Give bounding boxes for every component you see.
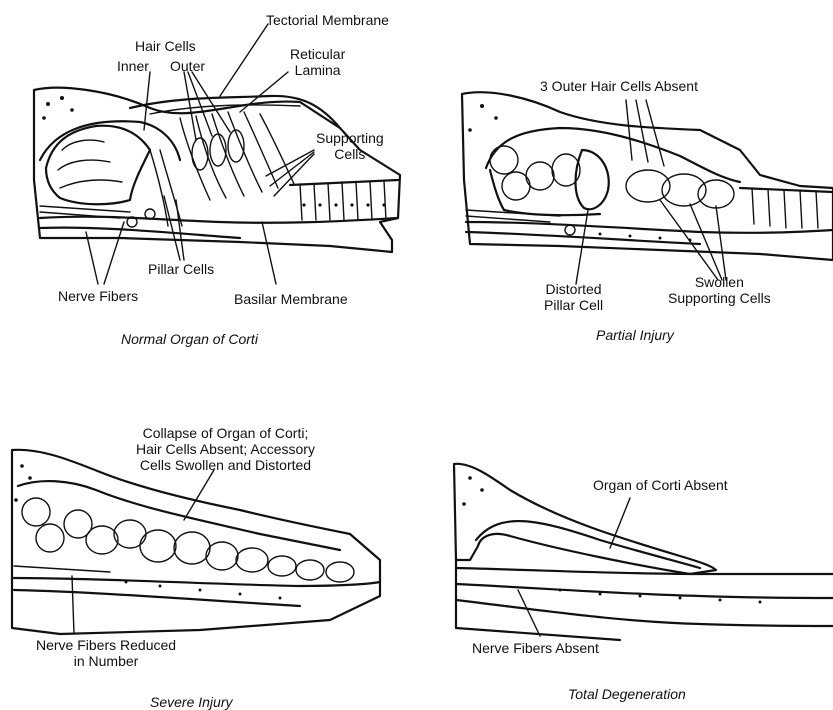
label-nerve-fibers-absent: Nerve Fibers Absent bbox=[472, 640, 599, 656]
label-nerve-fibers-reduced: Nerve Fibers Reduced in Number bbox=[36, 637, 176, 669]
label-swollen-supporting-cells: Swollen Supporting Cells bbox=[668, 274, 771, 306]
label-reticular-lamina: Reticular Lamina bbox=[290, 46, 345, 78]
label-collapse-of-organ: Collapse of Organ of Corti; Hair Cells A… bbox=[136, 425, 315, 473]
label-supporting-cells: Supporting Cells bbox=[316, 130, 384, 162]
caption-total: Total Degeneration bbox=[568, 686, 686, 702]
label-tectorial-membrane: Tectorial Membrane bbox=[266, 12, 389, 28]
label-nerve-fibers: Nerve Fibers bbox=[58, 288, 138, 304]
label-outer-hair-cells-absent: 3 Outer Hair Cells Absent bbox=[540, 78, 698, 94]
label-basilar-membrane: Basilar Membrane bbox=[234, 291, 348, 307]
label-outer: Outer bbox=[170, 58, 205, 74]
label-inner: Inner bbox=[117, 58, 149, 74]
caption-partial: Partial Injury bbox=[596, 327, 674, 343]
caption-severe: Severe Injury bbox=[150, 694, 232, 710]
severe-organ-drawing bbox=[12, 450, 380, 634]
label-distorted-pillar-cell: Distorted Pillar Cell bbox=[544, 281, 603, 313]
label-hair-cells: Hair Cells bbox=[135, 38, 196, 54]
label-pillar-cells: Pillar Cells bbox=[148, 261, 214, 277]
label-organ-of-corti-absent: Organ of Corti Absent bbox=[593, 477, 728, 493]
caption-normal: Normal Organ of Corti bbox=[121, 331, 258, 347]
partial-organ-drawing bbox=[462, 92, 833, 260]
